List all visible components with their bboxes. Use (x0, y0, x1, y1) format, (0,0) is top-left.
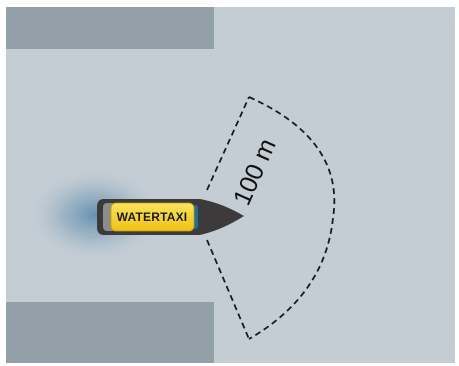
pier-top (6, 7, 214, 49)
pier-bottom (6, 302, 214, 363)
boat-label: WATERTAXI (117, 210, 188, 224)
